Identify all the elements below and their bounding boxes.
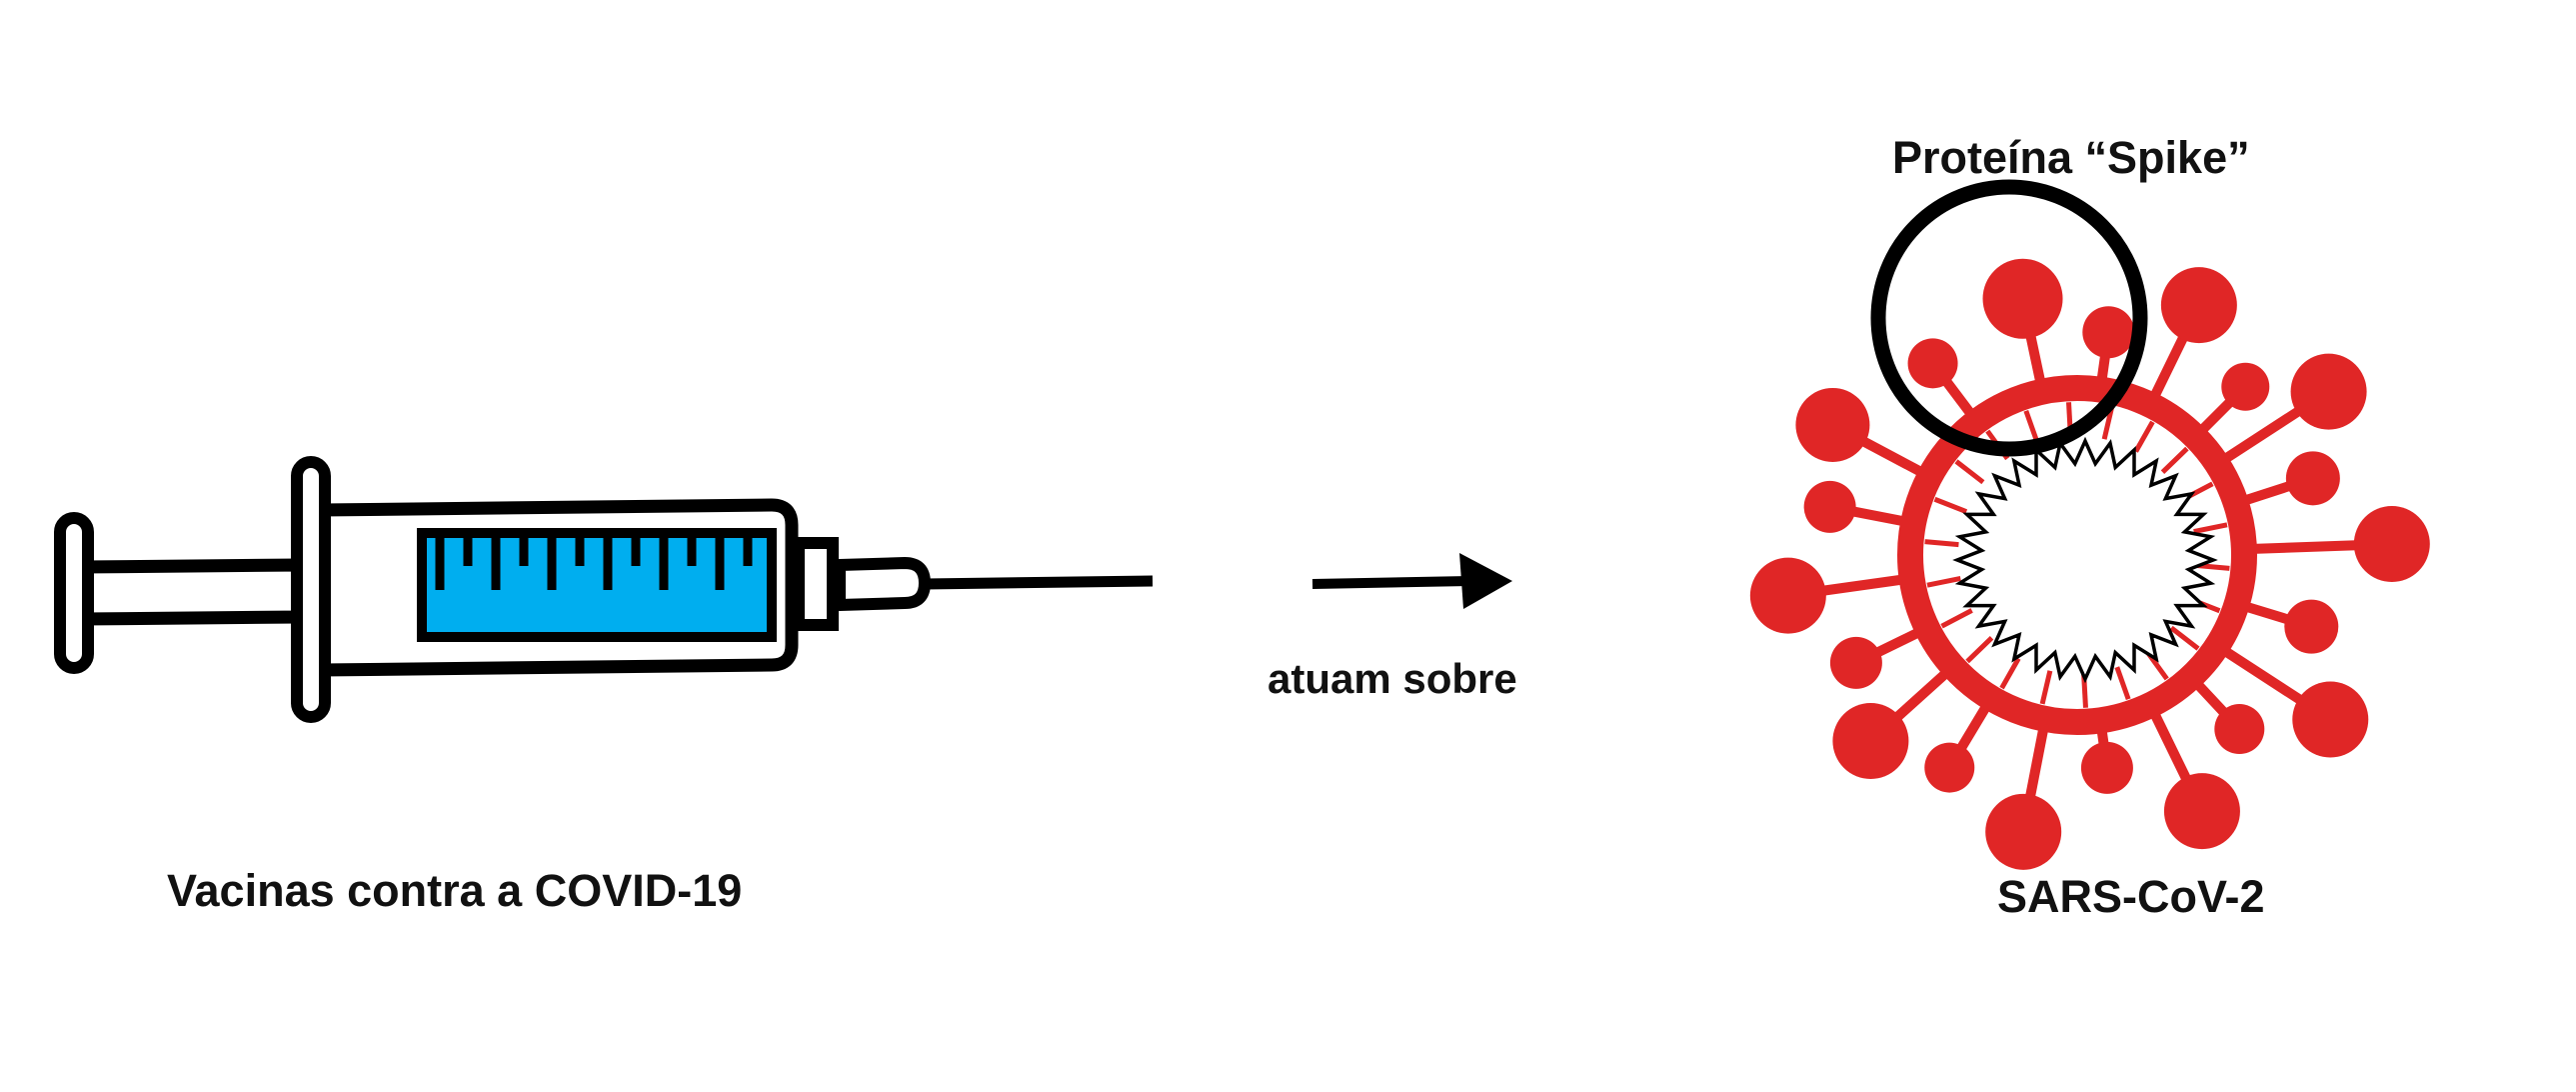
spike-protein-label: Proteína “Spike” — [1892, 132, 2250, 183]
membrane-tick — [2169, 625, 2200, 651]
spike-knob — [2163, 773, 2240, 850]
spike-knob — [2082, 306, 2135, 359]
membrane-tick — [1926, 575, 1961, 588]
spike-knob — [2290, 353, 2367, 430]
spike-knob — [2353, 506, 2430, 583]
spike-knob — [2284, 599, 2339, 654]
spike-knob — [1749, 557, 1826, 634]
spike-knob — [2160, 267, 2237, 344]
spike-knob — [1982, 258, 2063, 339]
membrane-tick — [1940, 608, 1973, 629]
syringe-icon — [54, 456, 1154, 723]
membrane-tick — [1999, 657, 2021, 690]
spike-knob — [1832, 703, 1909, 780]
arrow-right-icon — [1311, 553, 1512, 609]
membrane-tick — [1954, 459, 1985, 485]
spike-knob — [1829, 636, 1882, 689]
arrow-label: atuam sobre — [1268, 655, 1517, 702]
spike-knob — [1803, 480, 1856, 533]
spike-knob — [1795, 387, 1870, 462]
membrane-tick — [2193, 522, 2228, 535]
spike-knob — [2292, 681, 2369, 758]
membrane-tick — [2160, 446, 2189, 474]
vaccines-label: Vacinas contra a COVID-19 — [167, 865, 743, 916]
highlight-circle-icon — [1870, 179, 2148, 457]
vaccine-liquid — [417, 528, 777, 642]
membrane-tick — [2039, 670, 2053, 705]
membrane-tick — [2023, 409, 2040, 444]
membrane-tick — [1965, 636, 1994, 664]
virus-icon — [1749, 258, 2430, 870]
spike-knob — [1985, 793, 2062, 870]
spike-knob — [2214, 704, 2265, 755]
measurement-ticks — [435, 538, 753, 590]
membrane-tick — [2114, 666, 2131, 701]
membrane-tick — [1933, 496, 1968, 514]
spike-knob — [1924, 742, 1975, 793]
spike-knob — [2285, 451, 2340, 506]
spike-knob — [2080, 741, 2133, 794]
membrane-tick — [1924, 539, 1959, 548]
virus-inner-core — [1952, 436, 2218, 684]
spike-knob — [1907, 338, 1958, 389]
membrane-tick — [2133, 420, 2155, 453]
spike-knob — [2221, 362, 2270, 411]
virus-label: SARS-CoV-2 — [1997, 871, 2265, 922]
